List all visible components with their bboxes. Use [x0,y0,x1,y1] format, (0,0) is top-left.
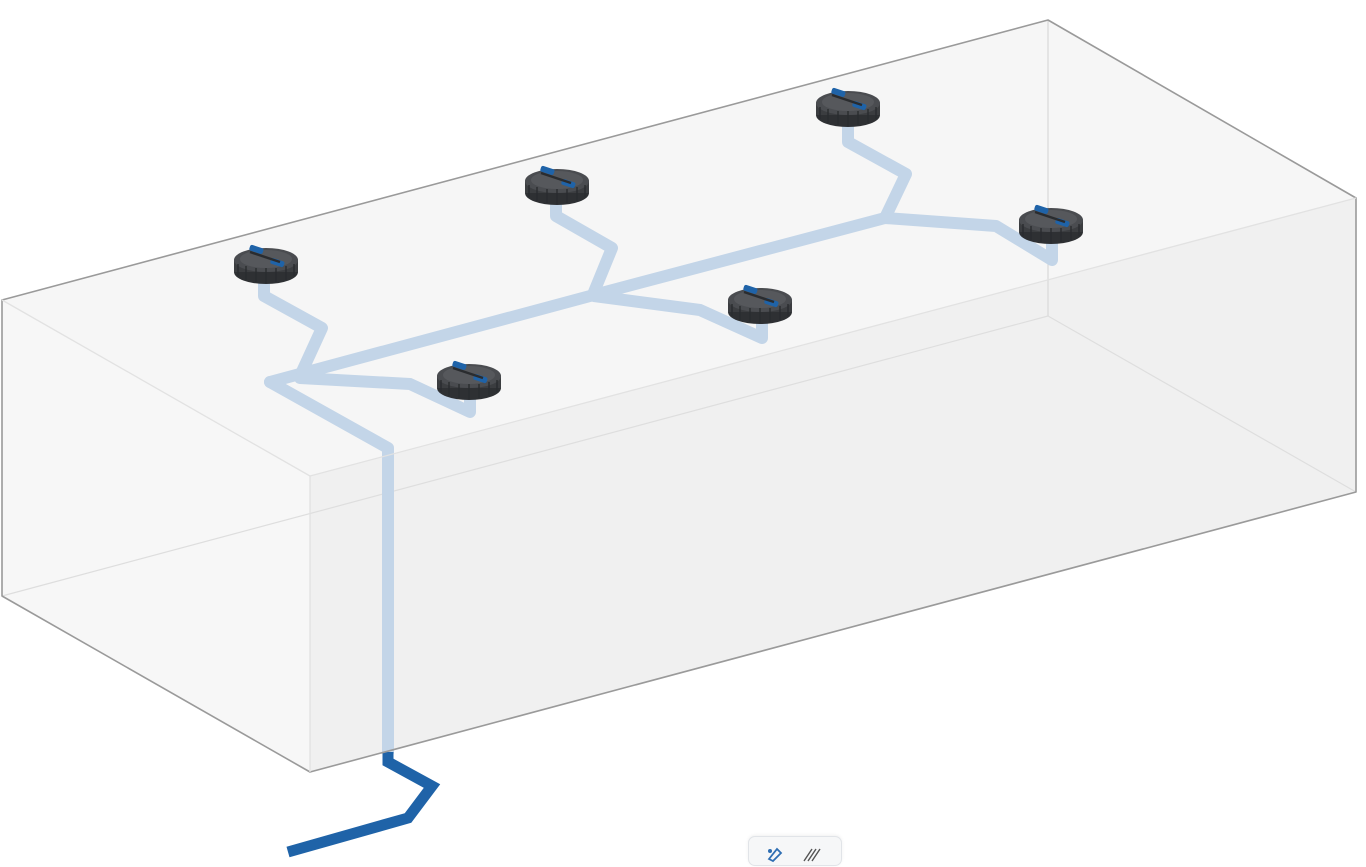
box-edges [1,19,1357,773]
pipe-feed-down [264,376,394,758]
box-front-edges [1,197,1357,772]
box-face-front [310,198,1356,772]
hatch-fill-icon[interactable] [801,845,823,863]
edit-shape-icon[interactable] [765,845,787,863]
pipe-outside-supply [286,752,441,858]
pipe-network-inside [258,118,1058,758]
box-back-faces [1,20,1357,772]
pipe-branch-valve-4 [588,290,768,344]
pipe-branch-valve-6 [879,212,1058,266]
box-face-left [2,300,310,772]
pipe-branch-valve-2 [294,372,476,418]
pipe-branch-valve-1 [258,276,328,382]
floating-toolbar [748,836,842,866]
pipe-branch-valve-3 [550,194,618,298]
pipe-branch-valve-5 [842,118,912,224]
